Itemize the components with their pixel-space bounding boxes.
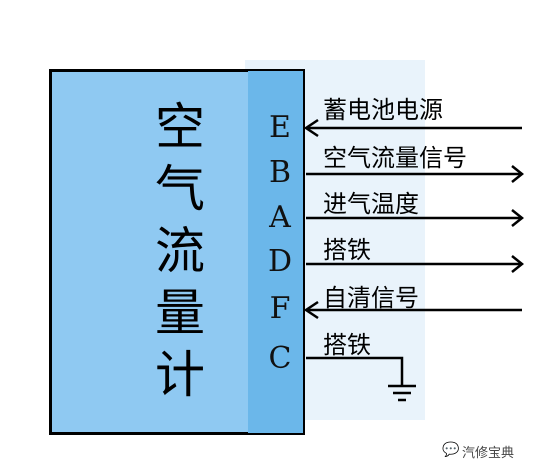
pin-letter-f: F	[269, 291, 291, 326]
label-ground-1: 搭铁	[323, 236, 371, 264]
ground-symbol-icon	[388, 384, 416, 402]
label-self-clean-signal: 自清信号	[323, 284, 419, 312]
arrowhead-b	[511, 165, 525, 183]
wire-c	[306, 356, 404, 386]
watermark-text: 汽修宝典	[462, 446, 515, 461]
pin-letter-b: B	[268, 155, 292, 190]
meter-title: 空 气 流 量 计	[145, 96, 215, 406]
pin-letter-a: A	[269, 200, 291, 235]
label-battery-power: 蓄电池电源	[323, 96, 443, 124]
pin-letter-c: C	[268, 341, 292, 376]
pin-letter-e: E	[269, 110, 291, 145]
pin-strip	[248, 71, 303, 433]
arrowhead-e	[303, 118, 319, 138]
pin-letter-d: D	[267, 244, 293, 279]
label-air-flow-signal: 空气流量信号	[323, 144, 467, 172]
label-intake-temperature: 进气温度	[323, 190, 419, 218]
arrowhead-f	[303, 300, 319, 320]
meter-title-char: 空	[155, 98, 205, 156]
arrowhead-a	[511, 209, 525, 227]
meter-title-char: 流	[155, 222, 205, 280]
meter-title-char: 量	[155, 284, 205, 342]
meter-title-char: 计	[155, 346, 205, 404]
arrowhead-d	[511, 255, 525, 273]
chat-bubble-icon: 💬	[442, 442, 460, 458]
label-ground-2: 搭铁	[323, 331, 371, 359]
meter-title-char: 气	[155, 160, 205, 218]
